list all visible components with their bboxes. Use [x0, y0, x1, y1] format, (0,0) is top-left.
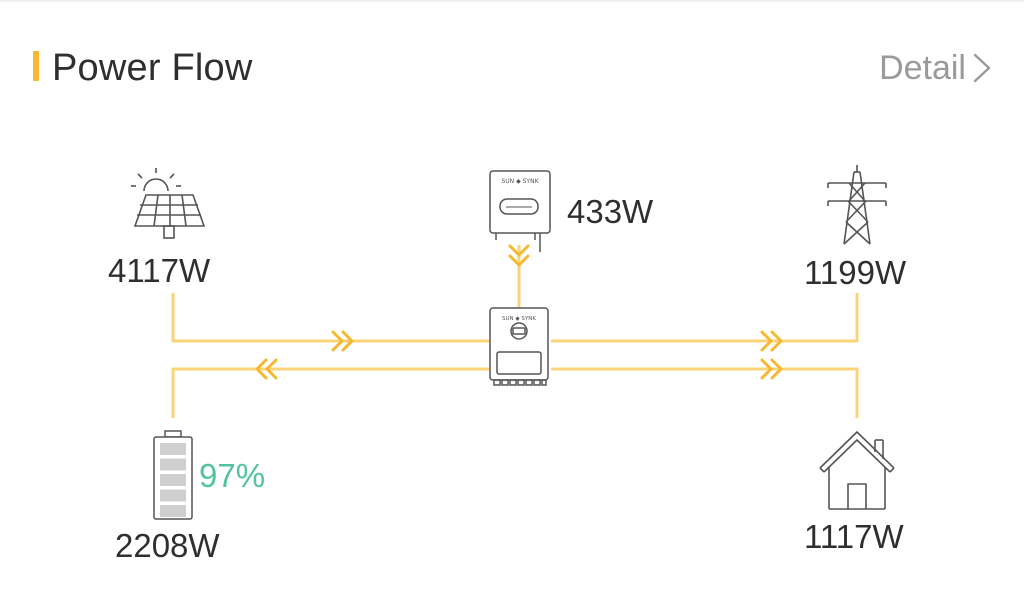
battery-cell: [160, 458, 186, 471]
battery-icon: [153, 430, 193, 520]
battery-cell: [160, 505, 186, 517]
battery-cells: [160, 443, 186, 517]
page-title: Power Flow: [52, 47, 253, 89]
arrow-right-icon: [760, 330, 783, 352]
arrow-down-icon: [508, 244, 530, 267]
battery-soc-value: 97%: [199, 457, 266, 494]
chevron-right-icon: [973, 53, 991, 83]
arrow-left-icon: [255, 358, 278, 380]
detail-link[interactable]: Detail: [879, 48, 992, 88]
grid-power-value: 1199W: [804, 254, 907, 291]
solar-power-value: 4117W: [108, 252, 211, 289]
flow-line-solar: [171, 293, 489, 343]
flow-line-battery: [171, 367, 489, 418]
arrow-right-icon: [760, 358, 783, 380]
hybrid-inverter-icon: SUN ◆ SYNK: [489, 307, 549, 386]
divider: [0, 0, 1024, 2]
flow-lines: [171, 245, 859, 418]
svg-text:SUN ◆ SYNK: SUN ◆ SYNK: [502, 316, 536, 322]
house-icon: [819, 431, 895, 510]
arrow-right-icon: [331, 330, 354, 352]
svg-text:SUN ◆ SYNK: SUN ◆ SYNK: [501, 178, 539, 185]
load-power-value: 1117W: [804, 518, 904, 555]
generator-power-value: 433W: [567, 193, 654, 230]
generator-inverter-icon: SUN ◆ SYNK: [489, 170, 551, 252]
solar-panel-icon: [131, 168, 206, 239]
flow-arrows: [255, 244, 783, 380]
power-tower-icon: [827, 165, 887, 245]
flow-line-load: [551, 367, 859, 418]
title-accent-bar: [33, 51, 39, 81]
battery-power-value: 2208W: [115, 527, 220, 564]
flow-line-grid: [551, 293, 859, 343]
detail-label: Detail: [879, 49, 966, 87]
battery-cell: [160, 443, 186, 455]
battery-cell: [160, 474, 186, 486]
battery-cell: [160, 489, 186, 502]
